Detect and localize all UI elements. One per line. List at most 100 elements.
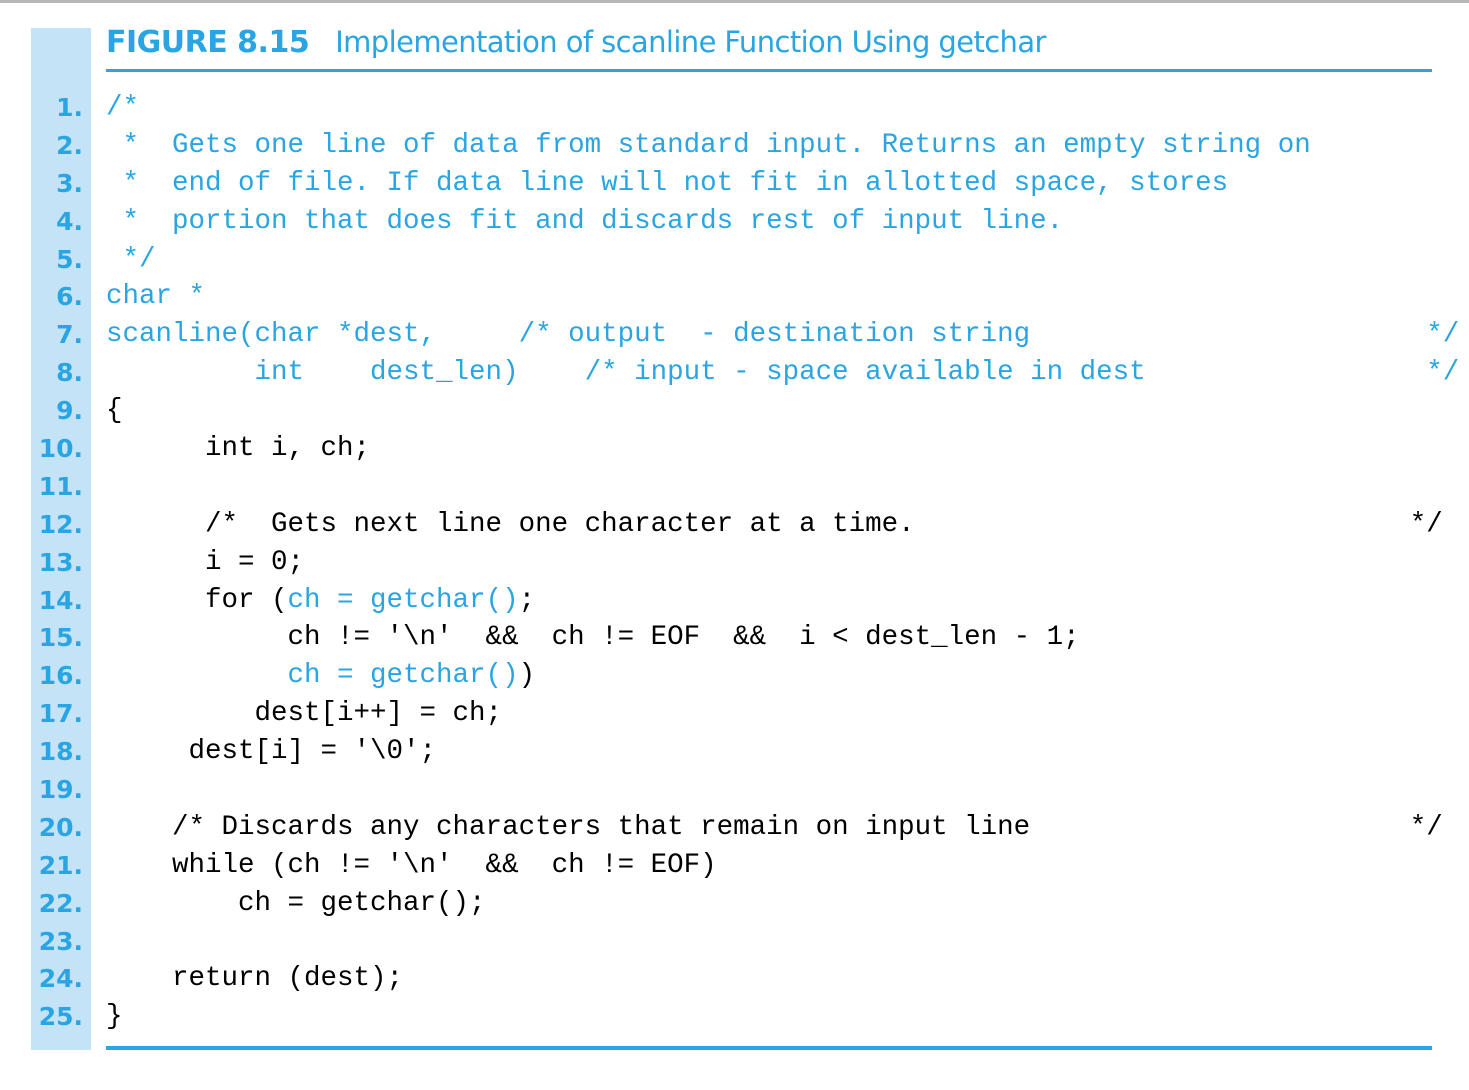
code-line: 4. * portion that does fit and discards … (31, 203, 1431, 241)
code-line: 8. int dest_len) /* input - space availa… (31, 354, 1459, 392)
line-number: 25. (38, 1002, 83, 1032)
code-text: /* Discards any characters that remain o… (106, 809, 1443, 847)
code-text: int dest_len) /* input - space available… (106, 354, 1460, 392)
code-text: for (ch = getchar(); (106, 582, 535, 620)
title-divider (106, 69, 1432, 72)
code-comment-segment: char * (106, 281, 206, 313)
line-number: 10. (38, 434, 83, 464)
code-text: ch != '\n' && ch != EOF && i < dest_len … (106, 619, 1080, 657)
code-segment: /* Discards any characters that remain o… (106, 811, 1443, 843)
code-line: 21. while (ch != '\n' && ch != EOF) (31, 847, 1431, 885)
code-segment: ch != '\n' && ch != EOF && i < dest_len … (106, 622, 1080, 654)
figure-label: FIGURE 8.15 (106, 25, 310, 60)
code-comment-segment: scanline(char *dest, /* output - destina… (106, 319, 1460, 351)
line-number: 8. (56, 358, 83, 388)
code-comment-segment: * portion that does fit and discards res… (106, 205, 1064, 237)
code-line: 5. */ (31, 241, 1431, 279)
line-number: 5. (56, 244, 83, 274)
code-segment: int i, ch; (106, 433, 371, 465)
line-number: 13. (38, 547, 83, 577)
code-comment-segment: int dest_len) /* input - space available… (106, 357, 1460, 389)
code-line: 6. char * (31, 278, 1431, 316)
code-segment: } (106, 1001, 123, 1033)
code-comment-segment: * Gets one line of data from standard in… (106, 129, 1311, 161)
code-line: 11. (31, 468, 1431, 506)
code-line: 25.} (31, 998, 1431, 1036)
page-top-border (0, 0, 1469, 3)
code-line: 15. ch != '\n' && ch != EOF && i < dest_… (31, 619, 1431, 657)
code-comment-segment: ch = getchar() (287, 584, 519, 616)
code-line: 13. i = 0; (31, 544, 1431, 582)
code-text: int i, ch; (106, 430, 370, 468)
line-number: 14. (38, 585, 83, 615)
code-text: ch = getchar(); (106, 885, 486, 923)
code-line: 3. * end of file. If data line will not … (31, 165, 1431, 203)
code-segment: return (dest); (106, 963, 404, 995)
code-text: char * (106, 278, 205, 316)
line-number: 6. (56, 282, 83, 312)
code-line: 19. (31, 771, 1431, 809)
code-line: 12. /* Gets next line one character at a… (31, 506, 1443, 544)
code-line: 2. * Gets one line of data from standard… (31, 127, 1431, 165)
line-number: 24. (38, 964, 83, 994)
code-line: 9.{ (31, 392, 1431, 430)
code-segment: ; (518, 584, 536, 616)
code-text: { (106, 392, 123, 430)
line-number: 22. (38, 888, 83, 918)
code-line: 17. dest[i++] = ch; (31, 695, 1431, 733)
line-number: 11. (38, 471, 83, 501)
code-comment-segment: ch = getchar() (106, 660, 519, 692)
code-text: /* (106, 89, 139, 127)
code-text: scanline(char *dest, /* output - destina… (106, 316, 1459, 354)
code-segment: i = 0; (106, 546, 305, 578)
line-number: 4. (56, 206, 83, 236)
code-segment: ) (518, 660, 536, 692)
code-text: i = 0; (106, 544, 304, 582)
line-number: 12. (38, 509, 83, 539)
line-number: 21. (38, 850, 83, 880)
code-text: * end of file. If data line will not fit… (106, 165, 1229, 203)
line-number: 1. (56, 93, 83, 122)
line-number: 16. (38, 661, 83, 691)
code-text: return (dest); (106, 960, 403, 998)
code-segment: dest[i] = '\0'; (106, 736, 437, 768)
code-line: 14. for (ch = getchar(); (31, 582, 1431, 620)
line-number: 20. (38, 812, 83, 842)
code-line: 7.scanline(char *dest, /* output - desti… (31, 316, 1459, 354)
code-line: 20. /* Discards any characters that rema… (31, 809, 1443, 847)
line-number-gutter (31, 28, 91, 1050)
code-comment-segment: /* (106, 92, 140, 123)
code-segment: { (106, 395, 123, 427)
code-text: while (ch != '\n' && ch != EOF) (106, 847, 717, 885)
code-line: 10. int i, ch; (31, 430, 1431, 468)
code-text: * Gets one line of data from standard in… (106, 127, 1311, 165)
code-segment: for ( (106, 584, 288, 616)
code-comment-segment: * end of file. If data line will not fit… (106, 167, 1229, 199)
code-segment: dest[i++] = ch; (106, 698, 503, 730)
code-text: } (106, 998, 123, 1036)
code-text: ch = getchar()) (106, 657, 536, 695)
line-number: 15. (38, 623, 83, 653)
code-text: dest[i] = '\0'; (106, 733, 437, 771)
code-text: * portion that does fit and discards res… (106, 203, 1064, 241)
code-segment: /* Gets next line one character at a tim… (106, 508, 1443, 540)
code-text: */ (106, 241, 156, 279)
code-line: 24. return (dest); (31, 960, 1431, 998)
line-number: 17. (38, 699, 83, 729)
bottom-divider (106, 1046, 1432, 1050)
code-listing: 1. /* 2. * Gets one line of data from stan… (31, 89, 1460, 1036)
code-line: 22. ch = getchar(); (31, 885, 1431, 923)
line-number: 19. (38, 775, 83, 805)
code-line: 23. (31, 923, 1431, 961)
code-text: /* Gets next line one character at a tim… (106, 506, 1443, 544)
figure-caption: Implementation of scanline Function Usin… (335, 25, 1046, 59)
code-comment-segment: */ (106, 243, 156, 275)
line-number: 3. (56, 168, 83, 198)
line-number: 23. (38, 926, 83, 956)
figure-title: FIGURE 8.15 Implementation of scanline Fu… (106, 20, 1046, 64)
code-line: 18. dest[i] = '\0'; (31, 733, 1431, 771)
code-line: 1. /* (31, 89, 1431, 127)
code-line: 16. ch = getchar()) (31, 657, 1431, 695)
line-number: 18. (38, 737, 83, 767)
code-segment: ch = getchar(); (106, 887, 486, 919)
